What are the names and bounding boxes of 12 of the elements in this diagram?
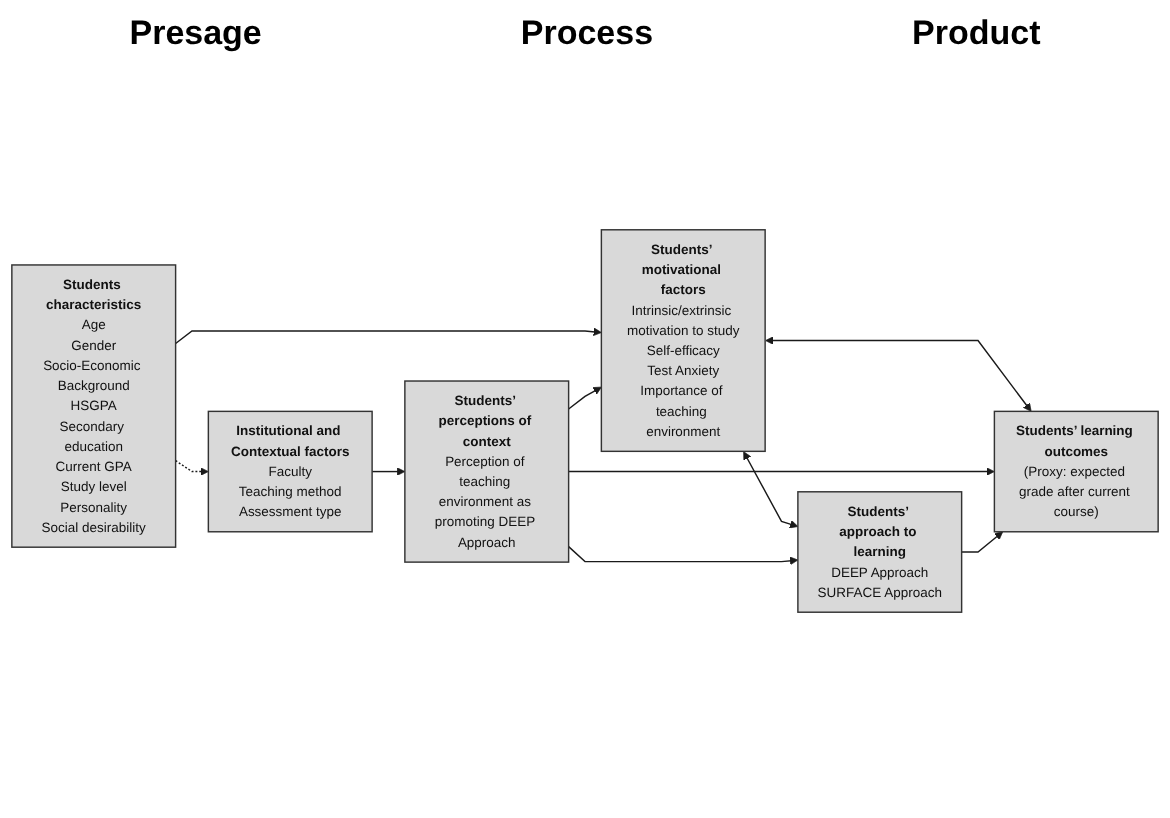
arrow [567,545,799,565]
arrow [174,459,209,476]
column-heading: Process [520,14,654,54]
arrow [174,327,602,345]
arrow [765,336,1032,412]
arrow [567,467,995,476]
arrow [567,386,602,410]
column-heading: Product [912,14,1041,54]
arrow [960,531,1004,553]
arrow [371,467,406,476]
arrow [743,451,799,529]
column-heading: Presage [129,14,262,54]
